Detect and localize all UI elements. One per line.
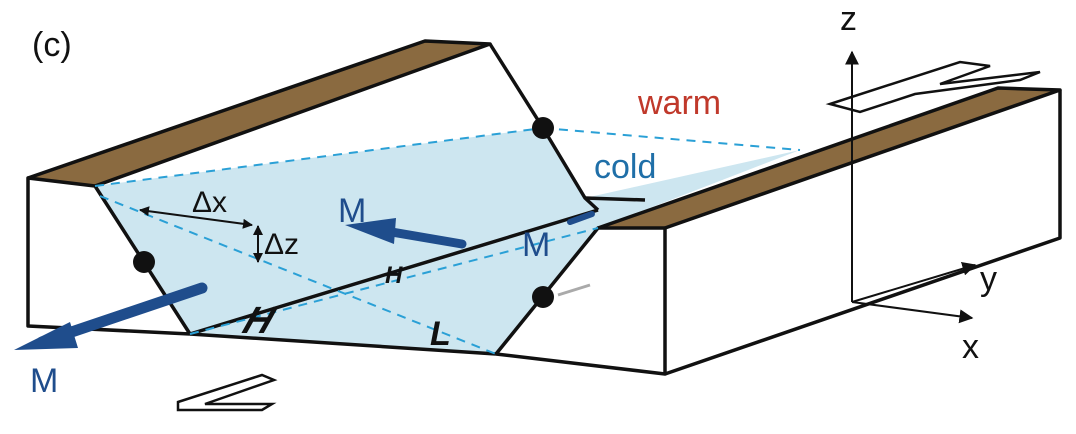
outline-l-bottom — [178, 375, 274, 410]
delta-x-label: Δx — [192, 186, 227, 219]
momentum-label-center: M — [338, 192, 366, 230]
back-floor-edge — [585, 198, 645, 200]
momentum-label-right: M — [522, 226, 550, 264]
right-bank-block — [598, 88, 1060, 374]
x-axis-label: x — [962, 328, 979, 366]
pressure-high-center: H — [385, 262, 403, 289]
marker-dot-top — [532, 117, 554, 139]
marker-dot-left — [133, 251, 155, 273]
y-axis-label: y — [980, 260, 997, 298]
delta-z-label: Δz — [264, 228, 299, 261]
z-axis-label: z — [840, 0, 857, 38]
small-gray-arrow — [558, 285, 590, 295]
x-axis — [852, 302, 972, 318]
cold-label: cold — [594, 148, 656, 186]
right-bank-side-face — [665, 90, 1060, 374]
momentum-label-left: M — [30, 362, 58, 400]
marker-dot-right — [532, 286, 554, 308]
warm-label: warm — [637, 84, 721, 122]
panel-label: (c) — [32, 26, 72, 64]
dashed-surface-back — [543, 128, 800, 150]
pressure-low-front: L — [430, 315, 451, 353]
